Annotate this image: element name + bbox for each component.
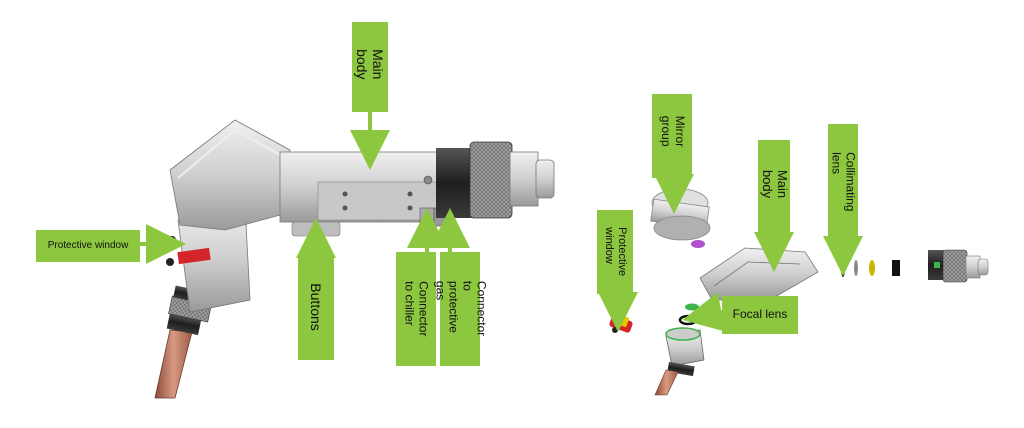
- label-connector-chiller: Connector to chiller: [396, 252, 436, 366]
- mirror-housing: [169, 119, 291, 231]
- label-collimating-lens: Collimating lens: [828, 124, 858, 240]
- main-body-part: [699, 247, 819, 301]
- assembled-laser-head: [154, 119, 555, 399]
- protective-window-knob: [168, 236, 176, 244]
- focal-lens-ring: [678, 314, 698, 326]
- label-main-body-right: Main body: [758, 140, 790, 232]
- label-connector-gas: Connector to protective gas: [433, 252, 489, 366]
- copper-nozzle: [154, 329, 193, 399]
- green-seal: [685, 303, 699, 311]
- knurled-ring: [469, 141, 513, 219]
- label-buttons: Buttons: [298, 254, 334, 360]
- lower-nozzle-part: [654, 327, 705, 396]
- label-mirror-group: Mirror group: [652, 94, 692, 178]
- collimating-lens-parts: [841, 259, 900, 277]
- label-protective-window-left: Protective window: [36, 230, 140, 262]
- label-protective-window-right: Protective window: [597, 210, 633, 294]
- callout-arrows: [140, 112, 863, 332]
- purple-seal: [691, 240, 705, 248]
- black-collar: [436, 148, 480, 218]
- button-pad: [291, 221, 341, 237]
- arrow-focal-lens: [682, 292, 726, 332]
- mirror-group-part: [650, 188, 711, 241]
- label-main-body-left: Main body: [352, 22, 388, 112]
- rear-cap: [509, 151, 539, 207]
- exploded-view: [609, 188, 989, 396]
- label-focal-lens: Focal lens: [722, 296, 798, 334]
- protective-window-part: [609, 314, 633, 333]
- rear-assembly-part: [928, 249, 989, 283]
- protective-window-knob-2: [166, 258, 174, 266]
- chiller-connector: [419, 207, 435, 227]
